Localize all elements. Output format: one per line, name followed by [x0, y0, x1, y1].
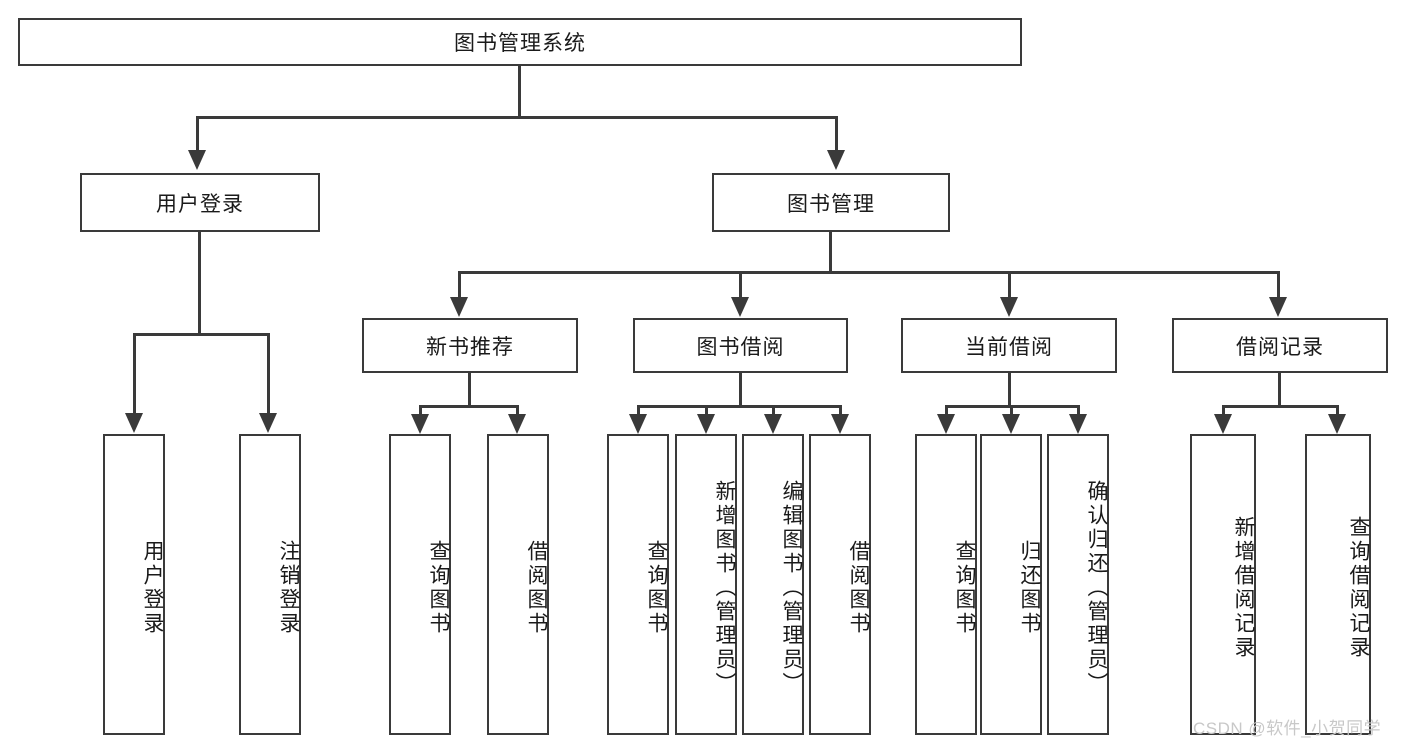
arrow-bm-to-borrow-record	[1269, 297, 1287, 317]
edge-cb-to-leaf-1	[945, 405, 948, 419]
node-label: 归还图书	[1018, 539, 1041, 636]
node-label: 查询借阅记录	[1347, 515, 1370, 660]
edge-book-borrow-trunk	[739, 373, 742, 408]
edge-book-borrow-bar	[637, 405, 842, 408]
edge-bb-to-leaf-1	[637, 405, 640, 419]
node-leaf-query-book-2[interactable]: 查询图书	[607, 434, 669, 735]
arrow-bb-to-leaf-1	[629, 414, 647, 434]
arrow-bb-to-leaf-2	[697, 414, 715, 434]
node-leaf-query-record[interactable]: 查询借阅记录	[1305, 434, 1371, 735]
arrow-user-login-to-leaf-2	[259, 413, 277, 433]
arrow-bm-to-book-borrow	[731, 297, 749, 317]
node-label: 借阅图书	[525, 539, 548, 636]
edge-user-login-to-leaf-1	[133, 333, 136, 415]
arrow-bb-to-leaf-4	[831, 414, 849, 434]
node-leaf-user-login[interactable]: 用户登录	[103, 434, 165, 735]
node-label: 注销登录	[277, 539, 300, 636]
arrow-root-to-book-management	[827, 150, 845, 170]
edge-borrow-record-bar	[1222, 405, 1339, 408]
node-root-system[interactable]: 图书管理系统	[18, 18, 1022, 66]
edge-user-login-to-leaf-2	[267, 333, 270, 415]
edge-book-management-bar	[458, 271, 1280, 274]
node-new-book-recommend[interactable]: 新书推荐	[362, 318, 578, 373]
edge-cb-to-leaf-2	[1010, 405, 1013, 419]
node-user-login[interactable]: 用户登录	[80, 173, 320, 232]
edge-bm-to-current-borrow	[1008, 271, 1011, 299]
edge-root-to-user-login	[196, 116, 199, 152]
arrow-br-to-leaf-2	[1328, 414, 1346, 434]
node-book-management[interactable]: 图书管理	[712, 173, 950, 232]
node-leaf-confirm-return[interactable]: 确认归还（管理员）	[1047, 434, 1109, 735]
edge-borrow-record-trunk	[1278, 373, 1281, 408]
edge-bb-to-leaf-3	[772, 405, 775, 419]
node-label: 编辑图书（管理员）	[780, 479, 803, 696]
node-leaf-add-book[interactable]: 新增图书（管理员）	[675, 434, 737, 735]
edge-book-management-trunk	[829, 232, 832, 274]
arrow-new-book-to-leaf-1	[411, 414, 429, 434]
arrow-bb-to-leaf-3	[764, 414, 782, 434]
node-borrow-record[interactable]: 借阅记录	[1172, 318, 1388, 373]
node-label: 图书借阅	[696, 335, 785, 359]
node-leaf-borrow-book-2[interactable]: 借阅图书	[809, 434, 871, 735]
edge-user-login-bar	[133, 333, 270, 336]
edge-new-book-bar	[419, 405, 519, 408]
arrow-user-login-to-leaf-1	[125, 413, 143, 433]
edge-new-book-to-leaf-1	[419, 405, 422, 419]
edge-bm-to-new-book	[458, 271, 461, 299]
node-label: 新增图书（管理员）	[713, 479, 736, 696]
edge-new-book-trunk	[468, 373, 471, 408]
node-label: 新增借阅记录	[1232, 515, 1255, 660]
arrow-cb-to-leaf-3	[1069, 414, 1087, 434]
node-label: 用户登录	[156, 192, 244, 216]
edge-root-bar	[196, 116, 838, 119]
edge-bm-to-book-borrow	[739, 271, 742, 299]
node-label: 查询图书	[953, 539, 976, 636]
edge-bb-to-leaf-4	[839, 405, 842, 419]
arrow-br-to-leaf-1	[1214, 414, 1232, 434]
node-label: 用户登录	[141, 539, 164, 636]
node-label: 确认归还（管理员）	[1085, 479, 1108, 696]
node-leaf-query-book-1[interactable]: 查询图书	[389, 434, 451, 735]
node-label: 图书管理系统	[454, 32, 586, 55]
arrow-cb-to-leaf-1	[937, 414, 955, 434]
node-current-borrow[interactable]: 当前借阅	[901, 318, 1117, 373]
edge-current-borrow-trunk	[1008, 373, 1011, 408]
node-label: 查询图书	[427, 539, 450, 636]
edge-cb-to-leaf-3	[1077, 405, 1080, 419]
edge-root-to-book-management	[835, 116, 838, 152]
node-label: 图书管理	[787, 192, 875, 216]
node-leaf-borrow-book-1[interactable]: 借阅图书	[487, 434, 549, 735]
node-label: 借阅记录	[1236, 335, 1324, 359]
edge-br-to-leaf-2	[1336, 405, 1339, 419]
edge-br-to-leaf-1	[1222, 405, 1225, 419]
node-label: 查询图书	[645, 539, 668, 636]
arrow-cb-to-leaf-2	[1002, 414, 1020, 434]
edge-new-book-to-leaf-2	[516, 405, 519, 419]
node-label: 当前借阅	[965, 335, 1053, 359]
node-leaf-add-record[interactable]: 新增借阅记录	[1190, 434, 1256, 735]
edge-bb-to-leaf-2	[705, 405, 708, 419]
arrow-new-book-to-leaf-2	[508, 414, 526, 434]
arrow-bm-to-new-book	[450, 297, 468, 317]
node-leaf-edit-book[interactable]: 编辑图书（管理员）	[742, 434, 804, 735]
arrow-root-to-user-login	[188, 150, 206, 170]
arrow-bm-to-current-borrow	[1000, 297, 1018, 317]
node-label: 借阅图书	[847, 539, 870, 636]
node-leaf-logout[interactable]: 注销登录	[239, 434, 301, 735]
node-leaf-query-book-3[interactable]: 查询图书	[915, 434, 977, 735]
edge-bm-to-borrow-record	[1277, 271, 1280, 299]
node-leaf-return-book[interactable]: 归还图书	[980, 434, 1042, 735]
edge-user-login-trunk	[198, 232, 201, 336]
csdn-watermark: CSDN @软件_小贺同学	[1193, 719, 1382, 738]
node-book-borrow[interactable]: 图书借阅	[633, 318, 848, 373]
node-label: 新书推荐	[426, 335, 514, 359]
edge-root-trunk	[518, 66, 521, 118]
